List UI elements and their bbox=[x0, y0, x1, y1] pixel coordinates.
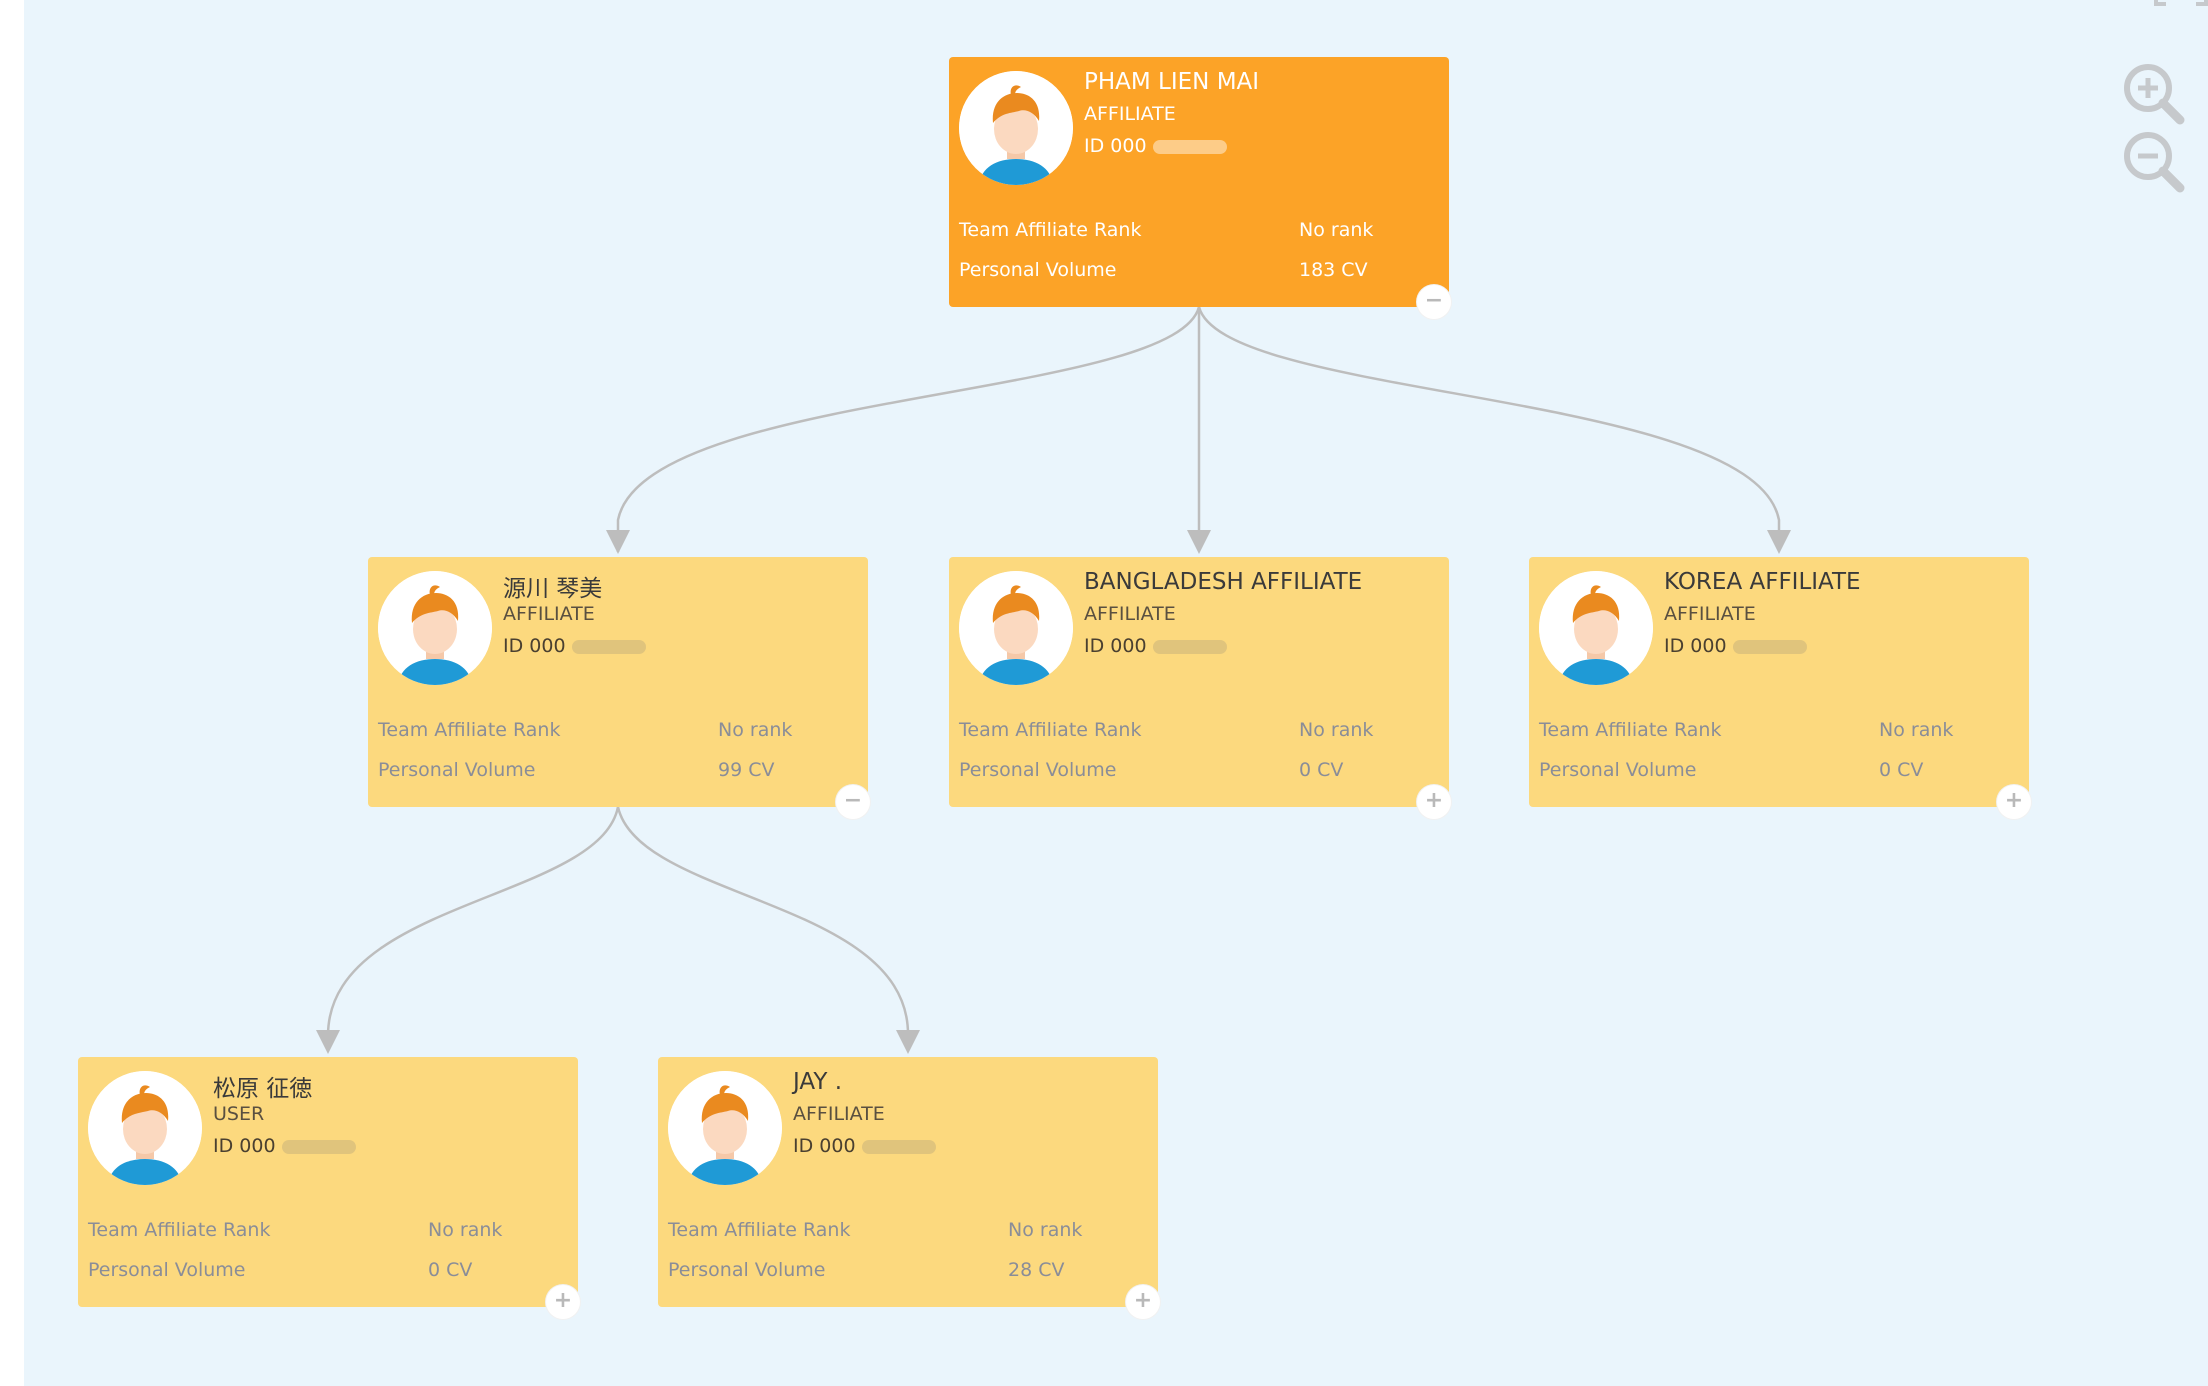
org-chart-canvas[interactable]: PHAM LIEN MAI AFFILIATE ID 000 Team Affi… bbox=[24, 0, 2208, 1386]
member-name: JAY . bbox=[793, 1069, 842, 1095]
node-card-root[interactable]: PHAM LIEN MAI AFFILIATE ID 000 Team Affi… bbox=[949, 57, 1451, 319]
redacted-id bbox=[1732, 639, 1807, 654]
rank-label: Team Affiliate Rank bbox=[1539, 719, 1722, 741]
member-id: ID 000 bbox=[1084, 135, 1227, 157]
collapse-button[interactable]: − bbox=[836, 785, 870, 819]
member-id: ID 000 bbox=[793, 1135, 936, 1157]
member-role: USER bbox=[213, 1103, 265, 1125]
avatar bbox=[1539, 571, 1653, 685]
expand-button[interactable]: + bbox=[1997, 785, 2031, 819]
arrow-grandchild-2 bbox=[896, 1030, 920, 1054]
connector-root-to-child-1 bbox=[616, 306, 1201, 552]
rank-label: Team Affiliate Rank bbox=[88, 1219, 271, 1241]
node-card[interactable]: KOREA AFFILIATE AFFILIATE ID 000 Team Af… bbox=[1529, 557, 2031, 819]
node-card[interactable]: 松原 征徳 USER ID 000 Team Affiliate Rank No… bbox=[78, 1057, 580, 1319]
redacted-id bbox=[1152, 639, 1227, 654]
member-id: ID 000 bbox=[1664, 635, 1807, 657]
member-role: AFFILIATE bbox=[503, 603, 595, 625]
member-role: AFFILIATE bbox=[1084, 603, 1176, 625]
redacted-id bbox=[1152, 139, 1227, 154]
rank-value: No rank bbox=[1008, 1219, 1083, 1241]
arrow-grandchild-1 bbox=[316, 1030, 340, 1054]
rank-value: No rank bbox=[718, 719, 793, 741]
node-card[interactable]: JAY . AFFILIATE ID 000 Team Affiliate Ra… bbox=[658, 1057, 1160, 1319]
rank-value: No rank bbox=[1299, 219, 1374, 241]
collapse-button[interactable]: − bbox=[1417, 285, 1451, 319]
member-id: ID 000 bbox=[1084, 635, 1227, 657]
volume-value: 0 CV bbox=[1879, 759, 1924, 781]
volume-label: Personal Volume bbox=[668, 1259, 826, 1281]
member-name: PHAM LIEN MAI bbox=[1084, 69, 1260, 95]
volume-value: 183 CV bbox=[1299, 259, 1368, 281]
avatar bbox=[959, 71, 1073, 185]
connector-root-to-child-3 bbox=[1197, 306, 1781, 540]
connector-child-1-to-grandchild-2 bbox=[616, 806, 910, 1036]
rank-label: Team Affiliate Rank bbox=[959, 219, 1142, 241]
member-role: AFFILIATE bbox=[793, 1103, 885, 1125]
redacted-id bbox=[861, 1139, 936, 1154]
member-name: 松原 征徳 bbox=[213, 1076, 313, 1102]
redacted-id bbox=[281, 1139, 356, 1154]
volume-label: Personal Volume bbox=[959, 259, 1117, 281]
volume-value: 99 CV bbox=[718, 759, 775, 781]
rank-label: Team Affiliate Rank bbox=[959, 719, 1142, 741]
member-name: BANGLADESH AFFILIATE bbox=[1084, 569, 1363, 595]
rank-value: No rank bbox=[428, 1219, 503, 1241]
volume-value: 28 CV bbox=[1008, 1259, 1065, 1281]
member-id: ID 000 bbox=[213, 1135, 356, 1157]
expand-button[interactable]: + bbox=[546, 1285, 580, 1319]
redacted-id bbox=[571, 639, 646, 654]
zoom-out-icon[interactable] bbox=[2120, 128, 2186, 194]
node-card[interactable]: BANGLADESH AFFILIATE AFFILIATE ID 000 Te… bbox=[949, 557, 1451, 819]
tree-connectors bbox=[316, 306, 1791, 1054]
fullscreen-icon[interactable] bbox=[2154, 0, 2208, 10]
expand-button[interactable]: + bbox=[1126, 1285, 1160, 1319]
member-role: AFFILIATE bbox=[1664, 603, 1756, 625]
arrow-child-1 bbox=[606, 530, 630, 554]
volume-value: 0 CV bbox=[1299, 759, 1344, 781]
avatar bbox=[88, 1071, 202, 1185]
volume-label: Personal Volume bbox=[88, 1259, 246, 1281]
node-card[interactable]: 源川 琴美 AFFILIATE ID 000 Team Affiliate Ra… bbox=[368, 557, 870, 819]
member-name: 源川 琴美 bbox=[503, 576, 603, 602]
avatar bbox=[668, 1071, 782, 1185]
rank-label: Team Affiliate Rank bbox=[378, 719, 561, 741]
volume-value: 0 CV bbox=[428, 1259, 473, 1281]
volume-label: Personal Volume bbox=[959, 759, 1117, 781]
expand-button[interactable]: + bbox=[1417, 785, 1451, 819]
arrow-child-2 bbox=[1187, 530, 1211, 554]
rank-value: No rank bbox=[1879, 719, 1954, 741]
member-name: KOREA AFFILIATE bbox=[1664, 569, 1861, 595]
connector-child-1-to-grandchild-1 bbox=[326, 806, 620, 1036]
rank-label: Team Affiliate Rank bbox=[668, 1219, 851, 1241]
volume-label: Personal Volume bbox=[378, 759, 536, 781]
arrow-child-3 bbox=[1767, 530, 1791, 554]
avatar bbox=[378, 571, 492, 685]
member-role: AFFILIATE bbox=[1084, 103, 1176, 125]
zoom-in-icon[interactable] bbox=[2120, 60, 2186, 126]
rank-value: No rank bbox=[1299, 719, 1374, 741]
avatar bbox=[959, 571, 1073, 685]
member-id: ID 000 bbox=[503, 635, 646, 657]
volume-label: Personal Volume bbox=[1539, 759, 1697, 781]
